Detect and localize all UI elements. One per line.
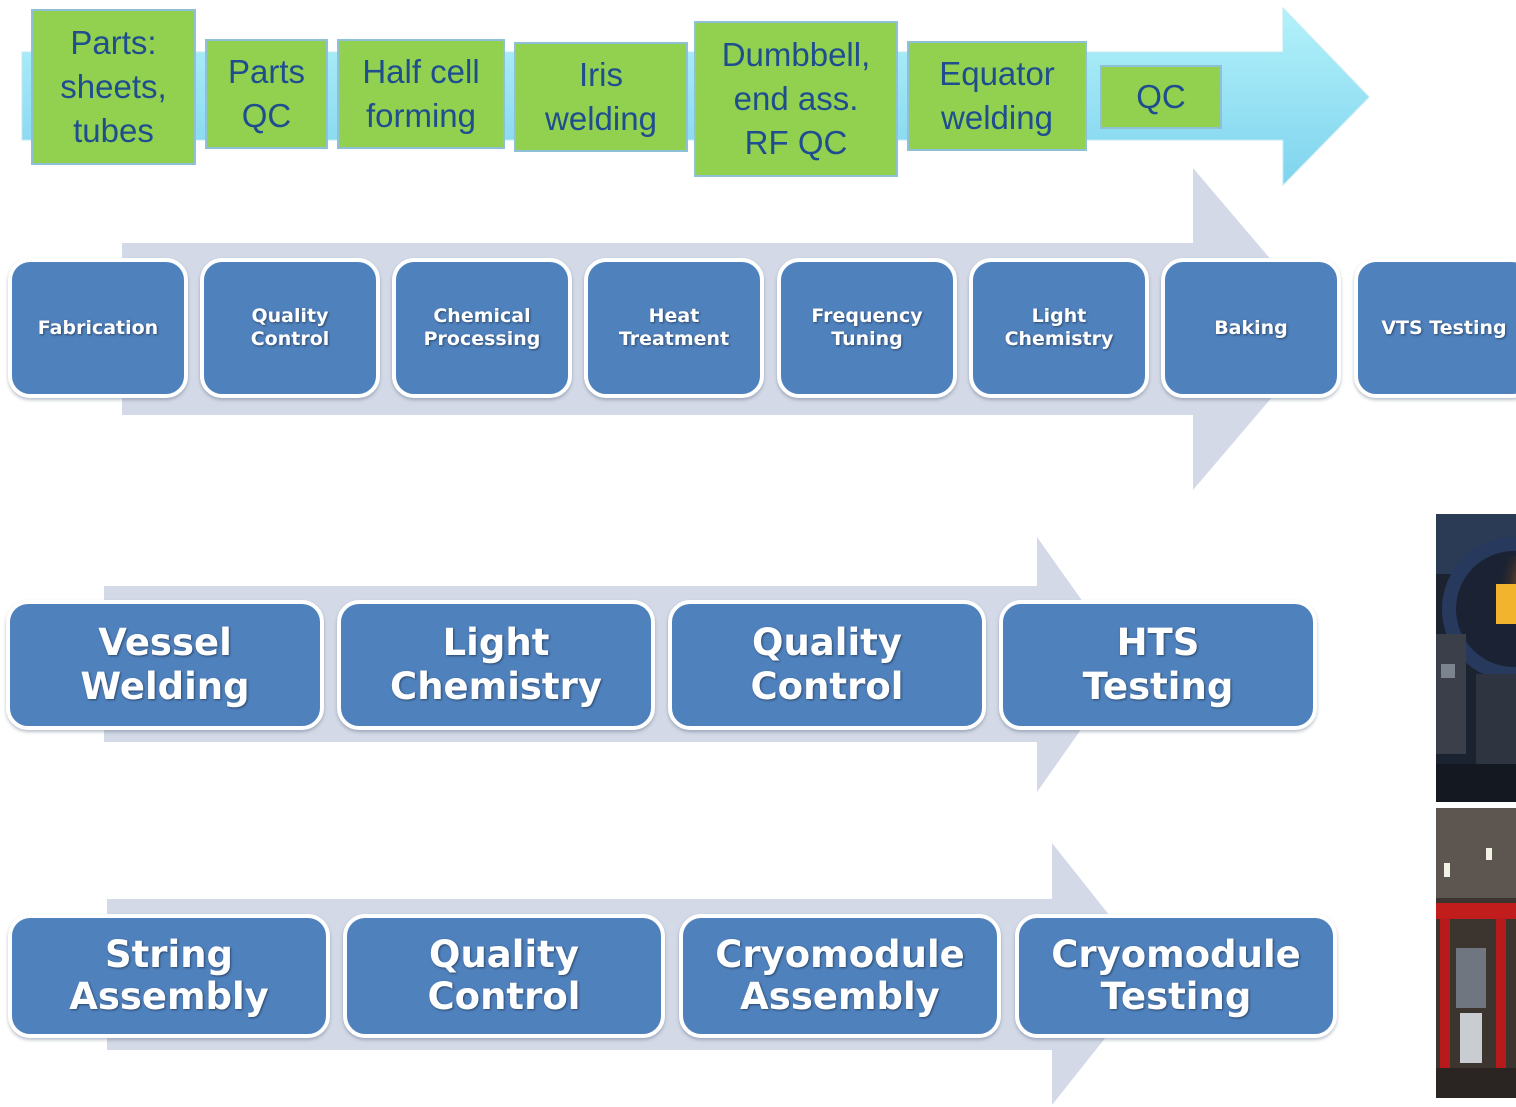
step-hts-testing: HTS Testing: [999, 600, 1317, 730]
assembly-hall-photo: [1436, 808, 1516, 1098]
step-string-assembly: String Assembly: [8, 914, 330, 1038]
step-iris-welding: Iris welding: [514, 42, 688, 152]
cryostat-photo: [1436, 514, 1516, 802]
step-quality-control-dressed: Quality Control: [668, 600, 986, 730]
step-half-cell-forming: Half cell forming: [337, 39, 505, 149]
step-heat-treatment: Heat Treatment: [584, 258, 764, 398]
step-light-chemistry: Light Chemistry: [969, 258, 1149, 398]
step-dumbbell-end-assembly-rf-qc: Dumbbell, end ass. RF QC: [694, 21, 898, 177]
step-frequency-tuning: Frequency Tuning: [777, 258, 957, 398]
step-equator-welding: Equator welding: [907, 41, 1087, 151]
step-qc: QC: [1100, 65, 1222, 129]
step-vessel-welding: Vessel Welding: [6, 600, 324, 730]
step-parts-qc: Parts QC: [205, 39, 328, 149]
step-quality-control-cryomodule: Quality Control: [343, 914, 665, 1038]
step-vts-testing: VTS Testing: [1354, 258, 1516, 398]
step-light-chemistry-dressed: Light Chemistry: [337, 600, 655, 730]
step-baking: Baking: [1161, 258, 1341, 398]
step-chemical-processing: Chemical Processing: [392, 258, 572, 398]
step-cryomodule-assembly: Cryomodule Assembly: [679, 914, 1001, 1038]
step-cryomodule-testing: Cryomodule Testing: [1015, 914, 1337, 1038]
step-fabrication: Fabrication: [8, 258, 188, 398]
step-parts-sheets-tubes: Parts: sheets, tubes: [31, 9, 196, 165]
step-quality-control: Quality Control: [200, 258, 380, 398]
